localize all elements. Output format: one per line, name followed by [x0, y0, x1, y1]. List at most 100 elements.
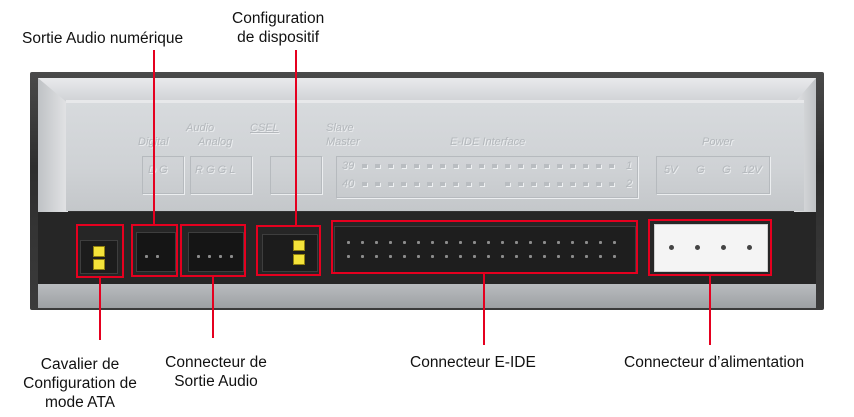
- config-jumper-cap-bottom: [293, 254, 305, 265]
- bezel-top-rim: [38, 78, 816, 102]
- eide-pin-hole: [501, 241, 504, 244]
- highlight-power: [648, 219, 772, 276]
- eide-pin-hole: [613, 241, 616, 244]
- silk-pin-mark: [414, 164, 419, 168]
- silk-digital-box: [142, 156, 184, 194]
- label-sortie-audio-numerique: Sortie Audio numérique: [22, 30, 184, 47]
- silk-pin-mark: [388, 164, 393, 168]
- silk-pin-mark: [453, 182, 458, 186]
- eide-pin-hole: [515, 255, 518, 258]
- silk-pin-mark: [596, 164, 601, 168]
- silk-pin-mark: [557, 164, 562, 168]
- silk-pin-mark: [492, 164, 497, 168]
- eide-pin-hole: [599, 241, 602, 244]
- ata-jumper-cap-top: [93, 246, 105, 257]
- silk-pin-mark: [427, 164, 432, 168]
- eide-pin-hole: [571, 255, 574, 258]
- ata-jumper-cap-bottom: [93, 259, 105, 270]
- device-config-header: [262, 234, 318, 272]
- silk-power-g2: G: [722, 164, 731, 176]
- config-jumper-cap-top: [293, 240, 305, 251]
- eide-pin-hole: [585, 241, 588, 244]
- silk-power-g1: G: [696, 164, 705, 176]
- silk-pin-mark: [544, 164, 549, 168]
- highlight-eide: [331, 220, 638, 274]
- silk-pin-mark: [570, 182, 575, 186]
- silk-pin-mark: [375, 164, 380, 168]
- eide-pin-hole: [543, 241, 546, 244]
- label-connecteur-alimentation: Connecteur d’alimentation: [624, 354, 805, 371]
- eide-pin-hole: [347, 255, 350, 258]
- highlight-analog-audio: [180, 224, 246, 277]
- power-pin-2: [695, 245, 700, 250]
- power-pin-1: [669, 245, 674, 250]
- analog-audio-connector: [188, 232, 244, 272]
- silk-analog-pins: R G G L: [195, 164, 236, 176]
- leader-device-config: [295, 50, 297, 226]
- silk-pin-mark: [596, 182, 601, 186]
- digital-audio-connector: [136, 232, 176, 272]
- eide-pin-hole: [557, 255, 560, 258]
- eide-pin-hole: [417, 255, 420, 258]
- silk-slave: Slave: [326, 122, 354, 134]
- silk-pin-mark: [362, 164, 367, 168]
- eide-pin-hole: [445, 241, 448, 244]
- silk-power-5v: 5V: [664, 164, 678, 176]
- silk-pin-mark: [427, 182, 432, 186]
- silk-pin-39: 39: [342, 160, 355, 172]
- highlight-device-config: [256, 225, 321, 276]
- silk-pin-2: 2: [626, 178, 633, 190]
- bezel-bottom-shelf: [38, 284, 816, 308]
- eide-pin-hole: [389, 241, 392, 244]
- eide-pin-hole: [459, 255, 462, 258]
- eide-pin-hole: [501, 255, 504, 258]
- eide-pin-hole: [613, 255, 616, 258]
- silk-digital-pins: D G: [148, 164, 168, 176]
- silk-pin-mark: [388, 182, 393, 186]
- bezel-left-wall: [38, 78, 68, 218]
- silk-pin-mark: [518, 164, 523, 168]
- eide-pin-hole: [515, 241, 518, 244]
- silk-pin-1: 1: [626, 160, 633, 172]
- silk-pin-mark: [466, 182, 471, 186]
- leader-digital-audio: [153, 50, 155, 225]
- silk-pin-mark: [375, 182, 380, 186]
- audio-pin-hole: [156, 255, 159, 258]
- leader-ata-jumper: [99, 277, 101, 340]
- silk-pin-mark: [583, 182, 588, 186]
- drive-rear-panel: Audio Digital Analog D G R G G L CSEL Sl…: [30, 72, 824, 310]
- silk-pin-mark: [505, 182, 510, 186]
- silk-pin-mark: [609, 182, 614, 186]
- audio-pin-hole: [197, 255, 200, 258]
- silk-pin-mark: [440, 164, 445, 168]
- label-configuration-dispositif: Configuration de dispositif: [232, 10, 325, 46]
- eide-pin-hole: [529, 255, 532, 258]
- leader-analog-audio: [212, 276, 214, 338]
- silk-pin-mark: [440, 182, 445, 186]
- leader-eide: [483, 273, 485, 345]
- eide-pin-hole: [473, 255, 476, 258]
- eide-pin-hole: [403, 255, 406, 258]
- eide-pin-hole: [473, 241, 476, 244]
- eide-pin-hole: [389, 255, 392, 258]
- silk-eide-box: [336, 156, 638, 198]
- eide-pin-hole: [557, 241, 560, 244]
- eide-pin-hole: [445, 255, 448, 258]
- silk-pin-mark: [531, 182, 536, 186]
- silk-pin-mark: [479, 164, 484, 168]
- silk-power: Power: [702, 136, 734, 148]
- eide-pin-hole: [459, 241, 462, 244]
- silk-csel: CSEL: [250, 122, 279, 134]
- label-connecteur-eide: Connecteur E-IDE: [410, 354, 536, 371]
- silk-pin-mark: [414, 182, 419, 186]
- silk-power-12v: 12V: [742, 164, 762, 176]
- silk-pin-mark: [570, 164, 575, 168]
- eide-pin-hole: [403, 241, 406, 244]
- silk-pin-mark: [505, 164, 510, 168]
- eide-pin-hole: [361, 241, 364, 244]
- ata-jumper-header: [80, 240, 118, 274]
- silk-pin-mark: [544, 182, 549, 186]
- silk-pin-mark: [609, 164, 614, 168]
- silk-pin-mark: [557, 182, 562, 186]
- eide-pin-hole: [487, 241, 490, 244]
